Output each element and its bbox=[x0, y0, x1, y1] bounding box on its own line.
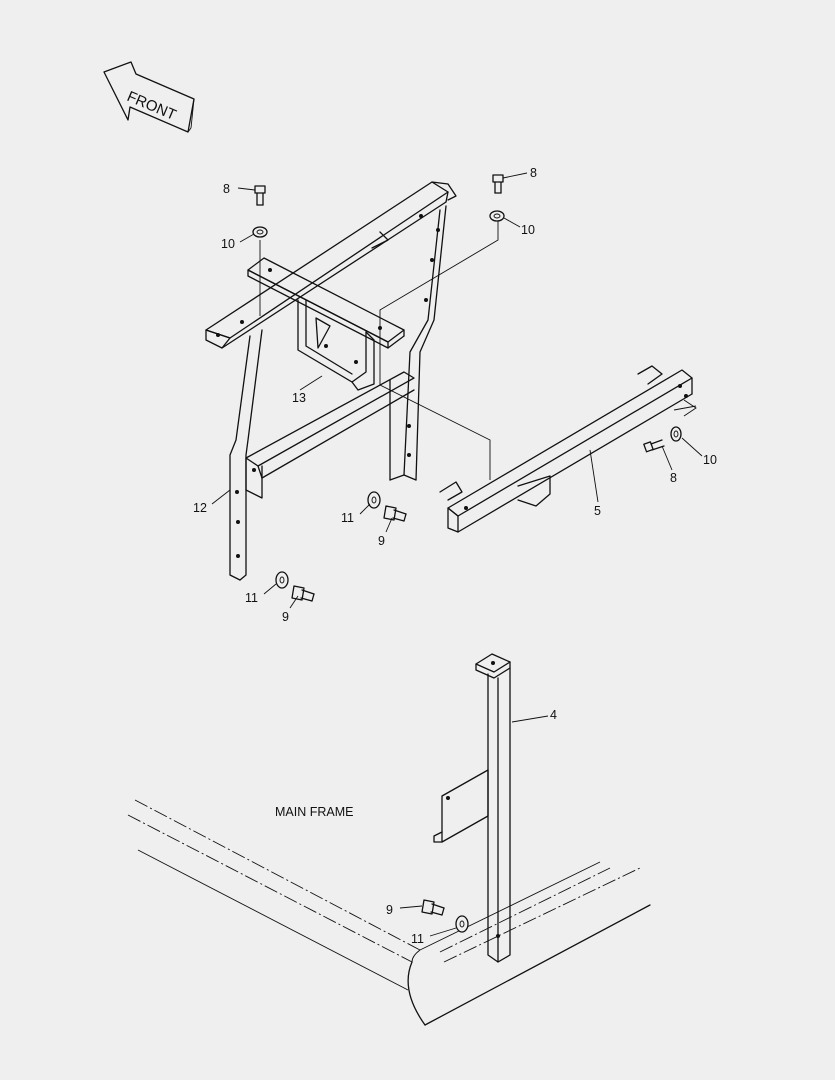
washer-10-right-icon bbox=[670, 426, 682, 442]
leg-frame-12 bbox=[205, 181, 457, 581]
callout-bolt-bottom: 9 bbox=[386, 903, 393, 917]
assembly-guide-lines bbox=[259, 218, 697, 480]
callout-bolt-right: 8 bbox=[670, 471, 677, 485]
washer-11-low-icon bbox=[275, 571, 289, 589]
callout-bolt-top-right: 8 bbox=[530, 166, 537, 180]
leader-lines bbox=[211, 172, 703, 937]
post-4 bbox=[433, 653, 511, 963]
washer-10-top-right-icon bbox=[489, 210, 505, 222]
callout-post: 4 bbox=[550, 708, 557, 722]
callout-washer-bottom: 11 bbox=[411, 932, 424, 946]
front-arrow-icon: FRONT bbox=[103, 61, 195, 133]
callout-bracket: 13 bbox=[292, 391, 306, 405]
callout-washer-top-left: 10 bbox=[221, 237, 235, 251]
washer-10-top-left-icon bbox=[252, 226, 268, 238]
top-plate bbox=[247, 257, 405, 349]
callout-crossbar: 5 bbox=[594, 504, 601, 518]
main-frame-label: MAIN FRAME bbox=[275, 805, 353, 819]
callout-washer-mid: 11 bbox=[341, 511, 354, 525]
bolt-8-right-icon bbox=[643, 439, 665, 453]
crossbar-5 bbox=[439, 365, 693, 533]
callout-bolt-mid: 9 bbox=[378, 534, 385, 548]
bolt-8-top-left-icon bbox=[254, 185, 266, 206]
washer-11-mid-icon bbox=[367, 491, 381, 509]
callout-washer-top-right: 10 bbox=[521, 223, 535, 237]
callout-washer-low: 11 bbox=[245, 591, 258, 605]
callout-washer-right: 10 bbox=[703, 453, 717, 467]
washer-11-bottom-icon bbox=[455, 915, 469, 933]
bracket-13 bbox=[297, 299, 375, 391]
callout-left-leg: 12 bbox=[193, 501, 207, 515]
bolt-9-bottom-icon bbox=[421, 899, 445, 916]
bolt-8-top-right-icon bbox=[492, 174, 504, 194]
bolt-9-mid-icon bbox=[383, 505, 407, 522]
callout-bolt-top-left: 8 bbox=[223, 182, 230, 196]
callout-bolt-low: 9 bbox=[282, 610, 289, 624]
bolt-9-low-icon bbox=[291, 585, 315, 602]
